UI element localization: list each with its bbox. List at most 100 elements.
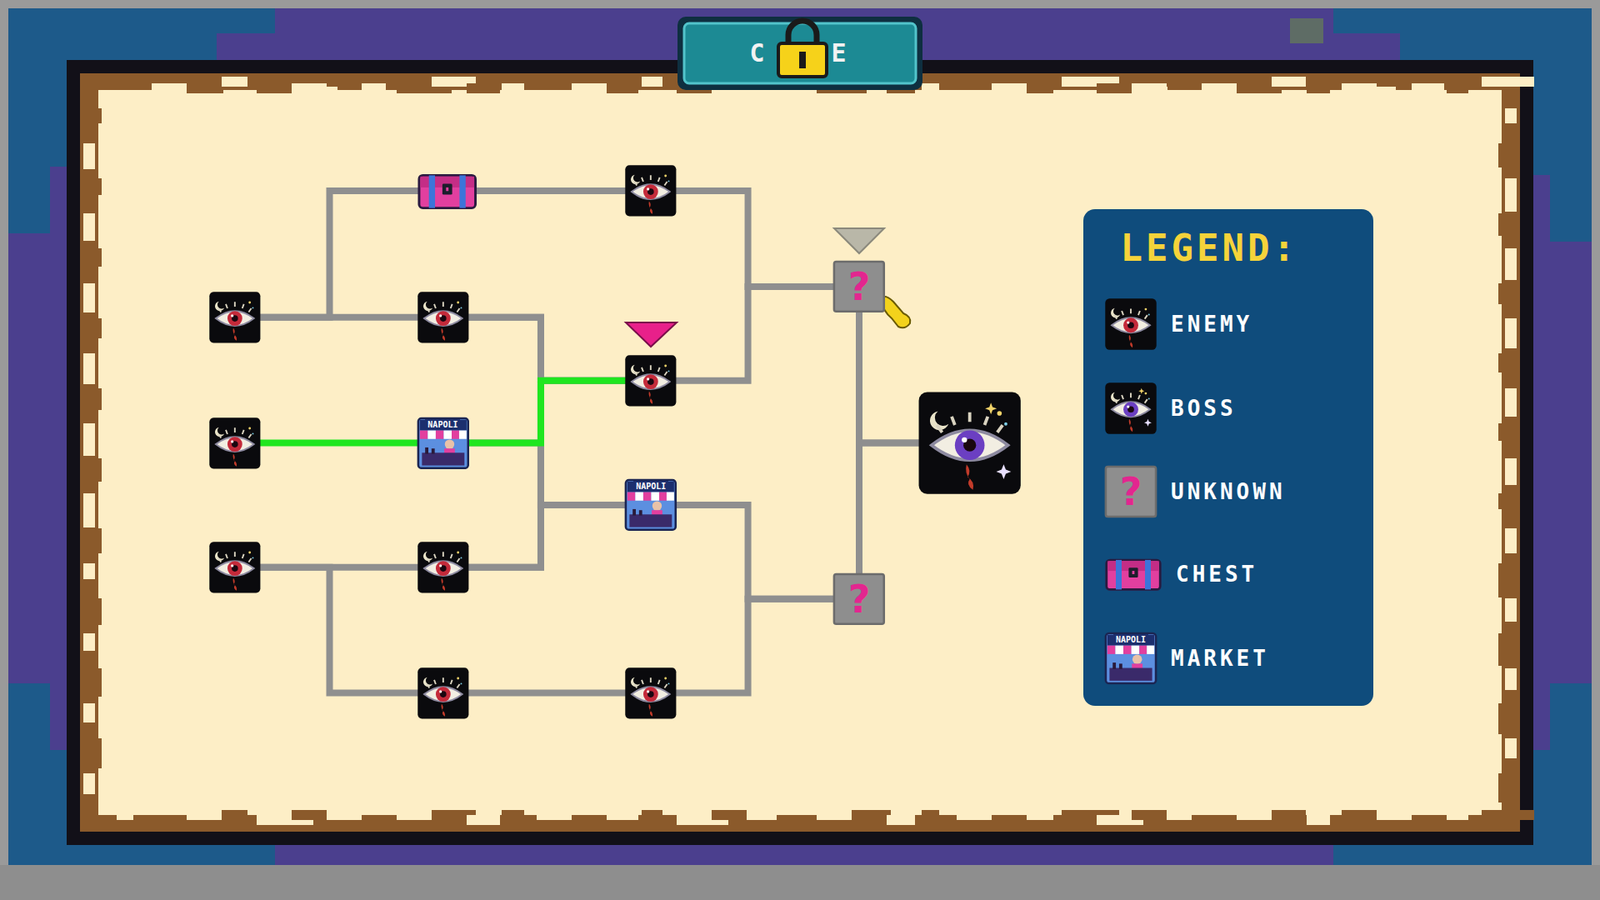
parchment-jag-block: [1498, 703, 1510, 735]
map-path: [469, 442, 625, 505]
parchment-jag-block: [1505, 318, 1517, 349]
parchment-jag-block: [361, 83, 386, 94]
enemy-icon-part: [1105, 299, 1156, 350]
parchment-jag-block: [1505, 178, 1517, 212]
parchment: [98, 90, 1502, 815]
enemy-icon-part: [460, 306, 462, 309]
chest-icon-part: [459, 175, 465, 208]
enemy-node: [624, 666, 678, 720]
boss-icon-part: [1004, 422, 1008, 426]
parchment-jag-block: [1505, 598, 1517, 622]
legend-entry: ENEMY: [1104, 297, 1253, 351]
market-icon-part: [427, 430, 436, 439]
enemy-icon-part: [215, 560, 255, 576]
parchment-jag-block: [83, 493, 95, 528]
enemy-icon: [208, 416, 262, 470]
market-icon-part: [1107, 645, 1116, 654]
parchment-jag-block: [90, 388, 102, 410]
parchment-jag-block: [83, 283, 95, 313]
enemy-icon-part: [417, 291, 469, 343]
close-button-face: [684, 23, 916, 84]
map-path: [260, 190, 416, 318]
legend-label: UNKNOWN: [1170, 480, 1286, 503]
enemy-icon-part: [668, 682, 670, 685]
parchment-jag-block: [606, 83, 639, 94]
chest-icon-part: [1115, 560, 1122, 590]
boss-icon-part: [1148, 397, 1150, 400]
chest-legend-icon: [1104, 556, 1163, 592]
enemy-icon-part: [417, 541, 469, 593]
current-marker: [625, 322, 677, 347]
enemy-icon-part: [1129, 335, 1133, 348]
parchment-jag-block: [1446, 810, 1469, 820]
enemy-icon-part: [248, 551, 251, 555]
chosen-path: [469, 380, 625, 444]
enemy-node: [208, 290, 262, 345]
frame-ground: [8, 8, 1592, 865]
parchment-jag-block: [1306, 83, 1330, 94]
market-icon-part: [1139, 645, 1147, 654]
market-icon-part: [443, 430, 452, 439]
parchment-jag-block: [83, 423, 95, 456]
enemy-icon-part: [417, 667, 469, 719]
parchment-jag-block: [1505, 458, 1517, 485]
parchment-jag: [83, 76, 1535, 825]
parchment-jag-block: [781, 815, 801, 825]
enemy-icon-part: [232, 453, 236, 466]
chest-icon-part: [428, 175, 435, 208]
map-path: [260, 567, 416, 694]
legend-entry: CHEST: [1104, 547, 1258, 601]
boss-icon-part: [1129, 419, 1133, 432]
enemy-icon-part: [230, 440, 234, 443]
enemy-icon-part: [1145, 308, 1148, 311]
boss-icon-part: [1138, 387, 1145, 394]
map-path: [677, 286, 833, 381]
parchment-jag-block: [90, 248, 102, 267]
button-letter: E: [830, 40, 846, 66]
parchment-jag-block: [1505, 668, 1517, 690]
enemy-icon-part: [230, 314, 234, 317]
parchment-jag-block: [1166, 810, 1192, 820]
enemy-icon-part: [209, 291, 260, 343]
parchment-jag-block: [711, 810, 753, 820]
enemy-icon-part: [231, 315, 239, 322]
enemy-icon-part: [440, 328, 445, 341]
unknown-node: ?: [832, 260, 886, 314]
market-icon-part: [425, 447, 429, 455]
chest-icon-part: [1132, 570, 1135, 575]
boss-icon-part: [965, 464, 974, 490]
market-icon-part: [627, 481, 675, 493]
parchment-jag-block: [1026, 83, 1054, 94]
parchment-jag-block: [1498, 493, 1510, 510]
parchment-jag-block: [83, 703, 95, 723]
parchment-jag-block: [186, 810, 224, 820]
unknown-mark: ?: [848, 267, 871, 306]
parchment-jag-block: [90, 668, 102, 697]
legend-label: ENEMY: [1170, 313, 1253, 335]
enemy-icon-part: [625, 355, 677, 406]
boss-icon-part: [930, 430, 1008, 460]
boss-legend-icon: [1104, 381, 1158, 435]
parchment-jag-block: [116, 810, 134, 820]
chest-icon-part: [419, 175, 476, 208]
parchment-jag-block: [1505, 388, 1517, 417]
enemy-icon-part: [1126, 321, 1130, 325]
parchment-jag-block: [90, 738, 102, 769]
boss-icon-part: [1105, 382, 1156, 434]
enemy-node: [624, 164, 678, 218]
parchment-jag-block: [83, 143, 95, 170]
boss-icon-part: [995, 464, 1011, 480]
enemy-icon-part: [631, 686, 670, 702]
parchment-jag-block: [1498, 143, 1510, 168]
enemy-icon-part: [423, 560, 462, 576]
enemy-icon-part: [460, 682, 462, 685]
enemy-icon-part: [423, 310, 462, 326]
enemy-icon-part: [251, 306, 254, 309]
enemy-icon-part: [1127, 322, 1135, 330]
parchment-jag-block: [991, 83, 1030, 94]
legend-entry: NAPOLIMARKET: [1104, 631, 1270, 685]
map-path: [859, 313, 917, 444]
enemy-legend-icon: [1104, 297, 1158, 351]
enemy-icon-part: [456, 301, 460, 305]
